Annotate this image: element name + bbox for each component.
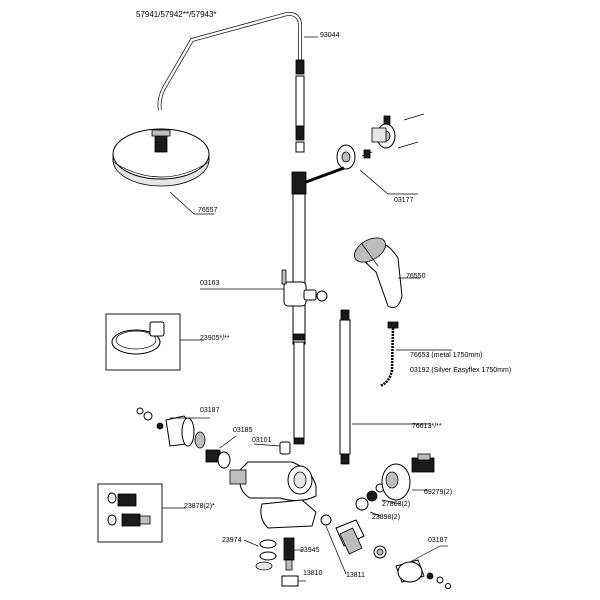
right-handle-assembly <box>355 453 435 511</box>
bottom-cartridge <box>283 537 295 571</box>
leader-cap <box>253 443 281 447</box>
thermo-element <box>320 514 365 555</box>
label-slider: 03163 <box>200 280 220 287</box>
right-knob-assembly <box>373 545 451 589</box>
spout-part <box>281 575 299 587</box>
label-knob-left: 03187 <box>200 407 220 414</box>
leader-thermo-element <box>325 525 347 575</box>
label-arm: 93044 <box>320 32 340 39</box>
holder-ring-box <box>105 313 181 371</box>
label-rain-head: 76557 <box>198 207 218 214</box>
label-kit-box: 23878(2)* <box>184 503 215 510</box>
cap <box>279 441 291 455</box>
leader-wall-bracket <box>359 169 389 195</box>
leader-cartridge-left <box>219 435 237 449</box>
slider-holder <box>281 269 328 307</box>
label-cartridge-bottom: 23945 <box>300 547 320 554</box>
label-cartridge-left: 03185 <box>233 427 253 434</box>
label-knob-right: 03187 <box>428 537 448 544</box>
label-hose-metal: 76653 (metal 1750mm) <box>410 352 482 359</box>
label-hand-shower: 76550 <box>406 273 426 280</box>
label-holder-ring: 23905*/** <box>200 335 230 342</box>
riser-tube <box>339 309 351 465</box>
label-wall-bracket: 03177 <box>394 197 414 204</box>
label-hose-silver: 03192 (Silver Easyflex 1750mm) <box>410 367 511 374</box>
kit-box <box>97 483 163 543</box>
label-thermo-element: 13811 <box>346 572 365 579</box>
hand-shower <box>354 237 403 329</box>
label-nut-right: 27863(2) <box>382 501 410 508</box>
washers <box>255 539 277 571</box>
leader-washers <box>243 539 259 547</box>
leader-seal-right <box>369 511 381 517</box>
label-spout: 13810 <box>303 570 323 577</box>
mixer-body <box>229 461 317 529</box>
leader-knob-right <box>409 545 441 563</box>
label-cap: 03101 <box>252 437 272 444</box>
label-riser-tube: 76613*/** <box>412 423 442 430</box>
shower-arm <box>157 11 305 153</box>
label-seal-right: 23898(2) <box>372 514 400 521</box>
rain-shower-head <box>112 128 210 187</box>
shower-hose <box>379 327 395 388</box>
label-washers: 23974 <box>222 537 242 544</box>
model-numbers-header: 57941/57942**/57943* <box>136 10 217 19</box>
wall-bracket <box>336 113 425 170</box>
leader-rain-head <box>169 191 195 215</box>
left-knob-assembly <box>136 407 231 469</box>
leader-nut-right <box>381 499 401 505</box>
label-handle-right: 69279(2) <box>424 489 452 496</box>
